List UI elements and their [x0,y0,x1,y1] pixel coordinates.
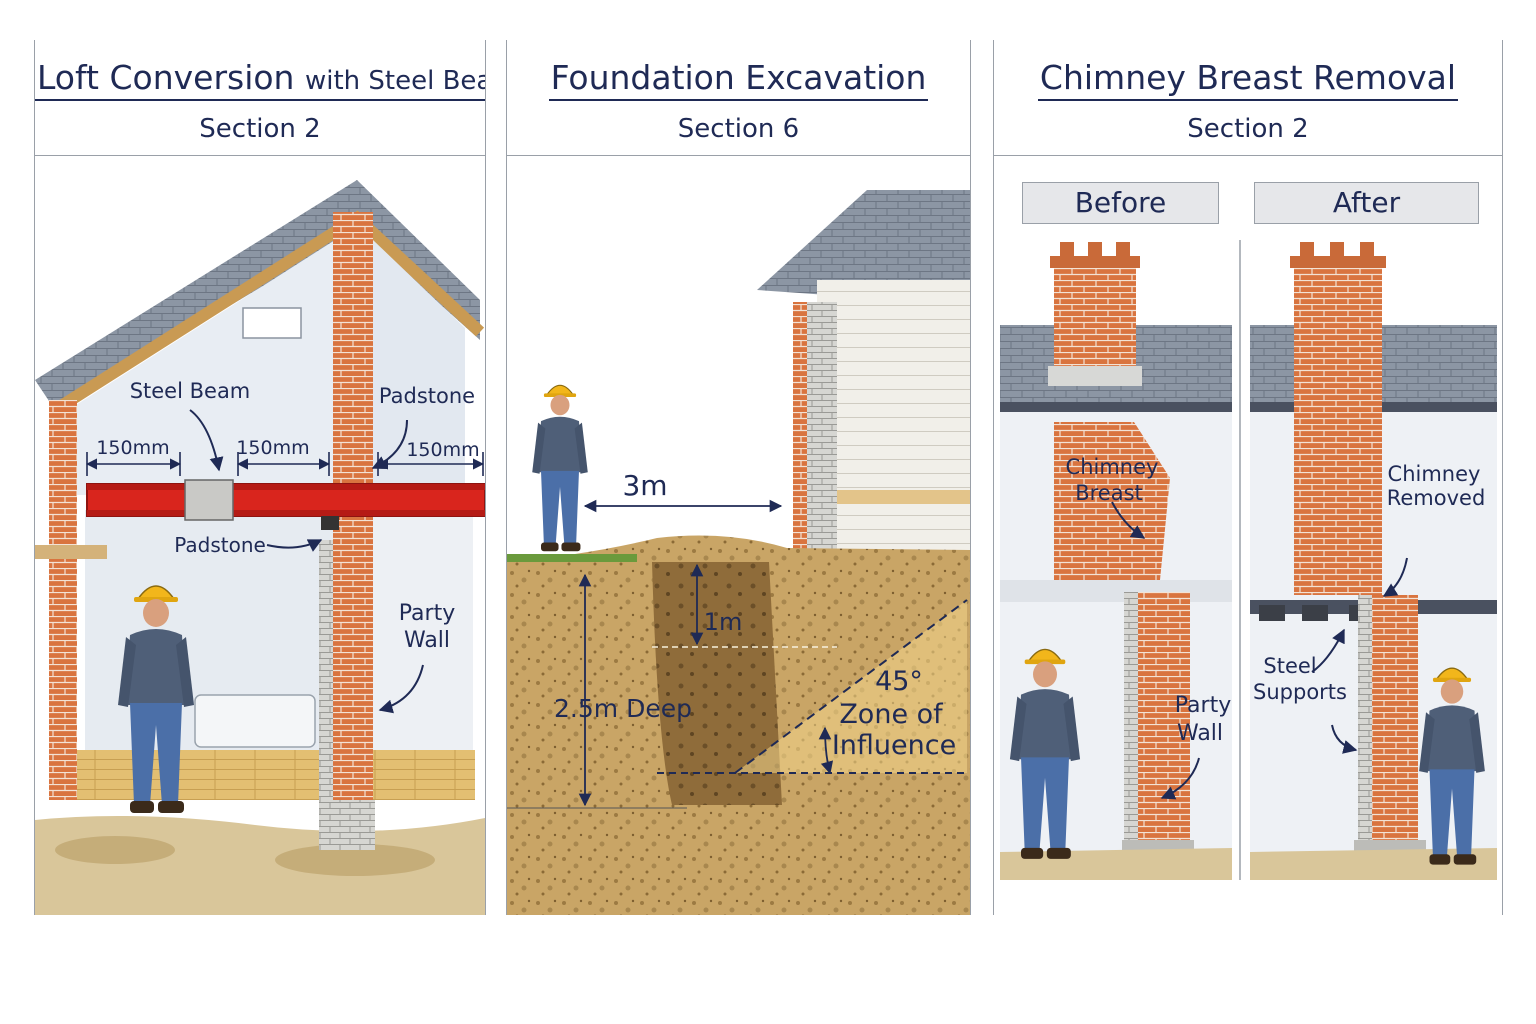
panel-subtitle: Section 6 [677,114,800,144]
header-divider [994,155,1502,156]
floor [65,750,335,800]
worker-figure [531,384,589,552]
house-siding [817,280,970,560]
influence-line [734,599,968,774]
label-distance: 3m [622,469,667,502]
label-party-wall-line1: Party [399,601,455,626]
loft-illustration: Steel Beam Padstone Padstone Party Wall … [35,180,485,915]
label-zone-line2: Influence [832,730,956,761]
callout-arrows [189,409,424,714]
tab-after: After [1254,182,1479,224]
label-steel-supports-line2: Supports [1253,680,1347,704]
padstone-block [184,479,234,521]
loft-window [242,307,302,339]
title-with: with Steel Beam [304,66,485,96]
before-party-wall [1136,592,1190,844]
padstone-bracket [321,516,339,530]
label-chimney-removed-line1: Chimney [1388,462,1481,486]
chimney-illustration: Chimney Breast Party Wall Chimney Remove… [1000,240,1497,880]
label-steel-beam: Steel Beam [130,379,251,403]
label-depth-1m: 1m [704,608,743,636]
panel-title: Loft Conversion with Steel Beam [35,58,485,101]
trench [652,562,782,805]
label-angle: 45° [875,666,923,697]
dimension-lines [578,499,834,807]
label-dim-2: 150mm [236,437,309,459]
header-divider [507,155,970,156]
after-party-wall [1370,595,1418,845]
label-zone-line1: Zone of [839,699,944,730]
label-steel-supports-line1: Steel [1263,654,1316,678]
before-chimney-stack [1054,260,1136,380]
excavation-illustration: 3m 1m 2.5m Deep 45° Zone of Influence [507,190,970,915]
panel-loft-conversion: Loft Conversion with Steel Beam Section … [34,40,486,915]
panel-title: Chimney Breast Removal [994,58,1502,101]
panel-title: Foundation Excavation [507,58,970,101]
tab-before: Before [1022,182,1219,224]
label-dim-1: 150mm [96,437,169,459]
panel-chimney-removal: Chimney Breast Removal Section 2 Before … [993,40,1503,915]
label-dim-3: 150mm [406,439,479,461]
label-chimney-breast-line2: Breast [1075,481,1143,505]
label-chimney-breast-line1: Chimney [1066,455,1159,479]
ledge [35,545,107,559]
bed [194,694,316,748]
label-party-wall-line2: Wall [1177,721,1223,746]
foundation-block [319,800,375,850]
title-main: Foundation Excavation [548,58,929,101]
label-party-wall-line1: Party [1175,693,1231,718]
header-divider [35,155,485,156]
label-party-wall-line2: Wall [404,628,450,653]
after-chimney-stack [1294,260,1382,595]
left-brick-wall [49,400,77,800]
dimension-lines [85,452,485,476]
house-roof [757,190,970,305]
chimney-breast [1054,422,1170,580]
label-depth-total: 2.5m Deep [554,694,692,723]
title-main: Loft Conversion [37,58,295,97]
label-padstone-top: Padstone [379,384,475,408]
after-scene [1250,242,1497,880]
panel-subtitle: Section 2 [199,114,321,144]
grass [507,554,637,562]
panel-foundation-excavation: Foundation Excavation Section 6 3m 1m [506,40,971,915]
panel-subtitle: Section 2 [1187,114,1309,144]
label-padstone-bottom: Padstone [174,533,266,557]
before-scene [1000,242,1232,880]
title-main: Chimney Breast Removal [1037,58,1459,101]
label-chimney-removed-line2: Removed [1387,486,1486,510]
